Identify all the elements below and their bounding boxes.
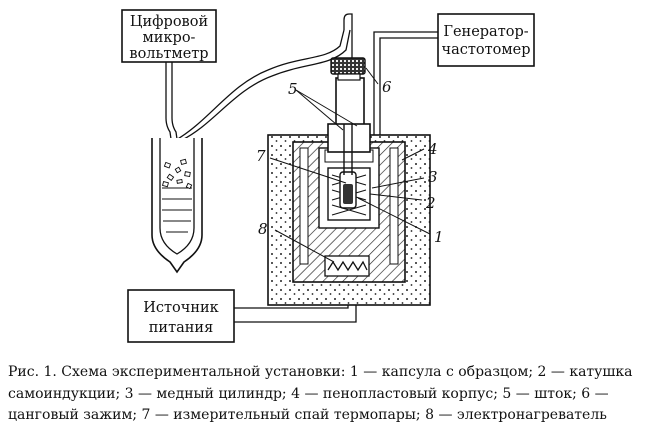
power-line-1: Источник (143, 300, 219, 316)
leader-lines (269, 67, 431, 263)
label-1: 1 (434, 228, 444, 246)
voltmeter-box: Цифровой микро- вольтметр (121, 9, 217, 63)
label-4: 4 (427, 140, 438, 158)
experimental-setup-diagram: Цифровой микро- вольтметр Генератор- час… (121, 9, 535, 343)
generator-line-1: Генератор- (443, 24, 528, 40)
ice-flask (151, 138, 203, 274)
rod (327, 60, 371, 175)
power-supply-box: Источник питания (127, 289, 235, 343)
label-2: 2 (425, 194, 436, 212)
label-7: 7 (256, 147, 266, 165)
generator-box: Генератор- частотомер (437, 13, 535, 67)
voltmeter-line-2: микро- (143, 30, 196, 46)
voltmeter-line-1: Цифровой (130, 14, 208, 30)
power-line-2: питания (149, 320, 213, 336)
voltmeter-line-3: вольтметр (129, 46, 208, 62)
collet-clamp (330, 57, 366, 81)
sample-capsule (339, 171, 357, 209)
label-3: 3 (428, 168, 438, 186)
generator-line-2: частотомер (442, 42, 531, 58)
label-8: 8 (258, 220, 268, 238)
figure-caption: Рис. 1. Схема экспериментальной установк… (8, 364, 633, 423)
generator-wires (373, 31, 438, 165)
label-6: 6 (382, 78, 392, 96)
label-5: 5 (288, 80, 298, 98)
